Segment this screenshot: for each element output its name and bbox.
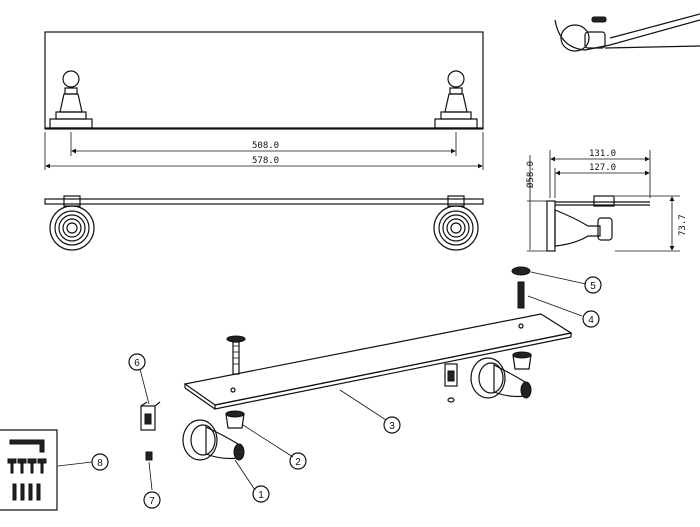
detail-view-cropped [554, 13, 700, 52]
hardware-kit-part-8 [0, 429, 58, 511]
callout-4: 4 [582, 310, 600, 328]
svg-text:8: 8 [97, 458, 103, 469]
right-rosette-top [433, 195, 479, 251]
dim-label-diameter: Ø58.0 [525, 161, 536, 188]
callout-8: 8 [91, 453, 109, 471]
svg-text:2: 2 [295, 457, 301, 468]
cap-part-5 [511, 266, 531, 276]
callout-2: 2 [289, 452, 307, 470]
top-view [44, 195, 484, 251]
dim-label-578: 578.0 [252, 156, 279, 166]
svg-text:5: 5 [590, 281, 596, 292]
dim-label-73-7: 73.7 [678, 214, 688, 236]
left-bracket-iso [182, 410, 245, 461]
right-bracket-iso [470, 351, 532, 399]
exploded-view: 1 2 3 4 5 6 7 8 [0, 266, 602, 511]
callout-5: 5 [584, 276, 602, 294]
wall-plate-side [546, 200, 556, 252]
glass-shelf-top [44, 198, 484, 205]
front-elevation-view: 508.0 578.0 [44, 31, 484, 170]
left-rosette-top [49, 195, 95, 251]
svg-text:4: 4 [588, 315, 594, 326]
screw-part-4 [517, 281, 525, 309]
callout-1: 1 [252, 485, 270, 503]
set-screw-part-7 [145, 451, 153, 461]
callout-3: 3 [383, 416, 401, 434]
dim-label-127: 127.0 [589, 163, 616, 173]
side-elevation-view: 131.0 127.0 73.7 Ø58.0 [525, 149, 688, 252]
wall-clip-part-6 [140, 401, 161, 431]
dim-label-508: 508.0 [252, 141, 279, 151]
glass-shelf-front [44, 31, 484, 130]
svg-text:3: 3 [389, 421, 395, 432]
left-bracket-front [49, 70, 93, 129]
svg-text:6: 6 [134, 358, 140, 369]
right-bracket-front [434, 70, 478, 129]
svg-text:7: 7 [149, 496, 155, 507]
wall-clip-right [444, 363, 458, 387]
callout-6: 6 [128, 353, 146, 371]
svg-text:1: 1 [258, 490, 264, 501]
dim-label-131: 131.0 [589, 149, 616, 159]
callout-7: 7 [143, 491, 161, 509]
